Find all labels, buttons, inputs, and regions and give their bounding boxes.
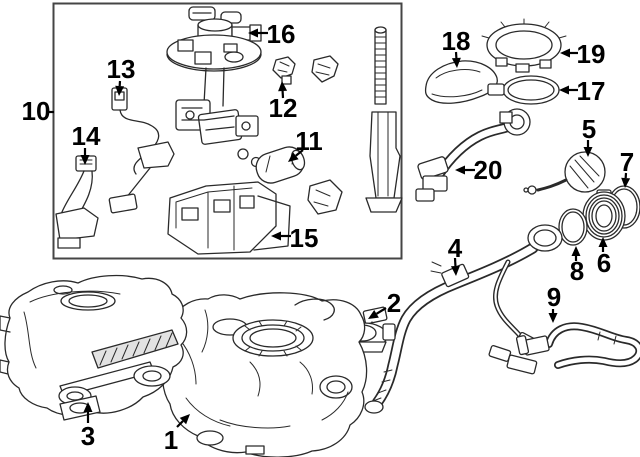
callout-1[interactable]: 1	[164, 414, 190, 455]
part-3-tank-shield	[0, 274, 188, 421]
part-8-o-ring	[558, 208, 588, 246]
callout-7[interactable]: 7	[620, 147, 634, 188]
callout-6[interactable]: 6	[597, 237, 611, 278]
callout-number-12: 12	[269, 93, 298, 123]
part-12-valve	[272, 56, 296, 85]
part-9-breather-hose	[506, 322, 640, 375]
callout-16[interactable]: 16	[248, 19, 295, 49]
callout-number-3: 3	[81, 421, 95, 451]
callout-2[interactable]: 2	[368, 288, 401, 319]
callout-13[interactable]: 13	[107, 54, 136, 96]
callout-5[interactable]: 5	[582, 114, 596, 157]
callout-4[interactable]: 4	[448, 233, 463, 276]
callout-number-20: 20	[474, 155, 503, 185]
part-13-level-sender	[108, 87, 175, 214]
assembly-box	[52, 2, 403, 260]
callout-17[interactable]: 17	[559, 76, 605, 106]
pump-cushion-bracket	[307, 179, 343, 215]
part-6-filler-neck	[582, 189, 626, 241]
callout-number-4: 4	[448, 233, 463, 263]
callout-number-16: 16	[267, 19, 296, 49]
part-19-lock-ring	[481, 18, 567, 73]
part-14-wiring-harness	[55, 155, 99, 249]
callout-19[interactable]: 19	[560, 39, 605, 69]
callout-14[interactable]: 14	[72, 121, 101, 165]
callout-number-17: 17	[577, 76, 606, 106]
retainer-clip	[311, 55, 339, 83]
part-20-vent-hose	[415, 108, 531, 202]
support-bracket	[365, 111, 403, 213]
callout-number-15: 15	[290, 223, 319, 253]
callout-12[interactable]: 12	[269, 81, 298, 123]
callout-10[interactable]: 10	[22, 96, 54, 126]
part-18-protector	[424, 60, 505, 104]
callout-number-8: 8	[570, 256, 584, 286]
callout-number-5: 5	[582, 114, 596, 144]
callout-20[interactable]: 20	[455, 155, 502, 185]
part-5-fuel-cap	[523, 151, 606, 195]
part-4-filler-pipe	[364, 224, 563, 414]
callout-number-2: 2	[387, 288, 401, 318]
callout-3[interactable]: 3	[81, 402, 95, 451]
callout-number-18: 18	[442, 26, 471, 56]
callout-number-14: 14	[72, 121, 101, 151]
part-16-pump-module	[166, 6, 262, 168]
callout-18[interactable]: 18	[442, 26, 471, 68]
callout-8[interactable]: 8	[570, 246, 584, 286]
callout-number-9: 9	[547, 282, 561, 312]
callout-number-19: 19	[577, 39, 606, 69]
callout-15[interactable]: 15	[271, 223, 318, 253]
callout-number-11: 11	[295, 126, 323, 156]
callout-number-10: 10	[22, 96, 51, 126]
callout-number-13: 13	[107, 54, 136, 84]
callout-9[interactable]: 9	[547, 282, 561, 323]
callout-number-1: 1	[164, 425, 178, 455]
callout-number-6: 6	[597, 248, 611, 278]
part-1-fuel-tank	[159, 292, 368, 457]
callout-11[interactable]: 11	[288, 126, 323, 162]
strap-bolt	[374, 26, 387, 105]
callout-number-7: 7	[620, 147, 634, 177]
part-15-reservoir-bracket	[167, 181, 291, 255]
part-17-gasket	[502, 75, 560, 105]
